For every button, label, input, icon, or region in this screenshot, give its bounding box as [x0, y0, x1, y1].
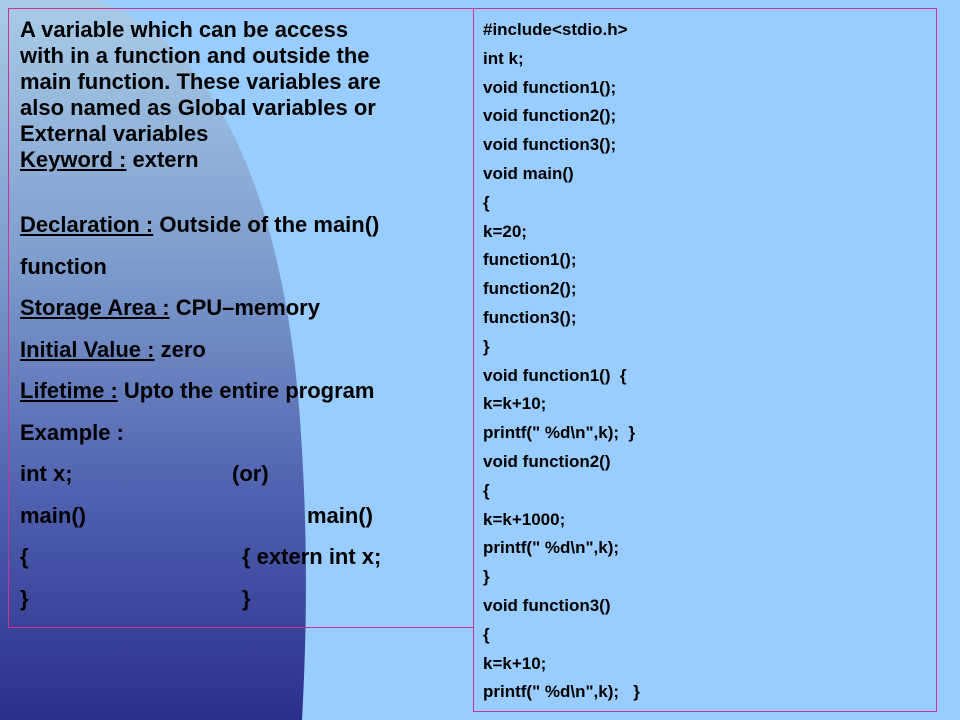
initial-value-value: zero [154, 336, 206, 362]
intro-line: with in a function and outside the [20, 43, 370, 68]
example-line-right: main() [307, 502, 373, 528]
code-line: k=k+10; [483, 394, 547, 414]
keyword-line: Keyword : extern [20, 147, 470, 173]
code-line: k=k+1000; [483, 509, 566, 529]
code-line: void function3(); [483, 135, 617, 155]
example-line-left: main() [20, 502, 86, 528]
example-line: int x; (or) [20, 461, 470, 503]
storage-area-label: Storage Area : [20, 295, 170, 320]
code-line: printf(" %d\n",k); } [483, 682, 640, 702]
code-line: k=k+10; [483, 653, 547, 673]
intro-line: also named as Global variables or [20, 95, 376, 120]
code-line: printf(" %d\n",k); } [483, 423, 636, 443]
code-line: void function2(); [483, 106, 617, 126]
code-line: int k; [483, 48, 524, 68]
example-line-left: { [20, 544, 29, 569]
code-line: k=20; [483, 221, 527, 241]
example-line-right: } [242, 585, 251, 611]
initial-value-row: Initial Value : zero [20, 337, 470, 379]
storage-area-value: CPU–memory [169, 295, 320, 320]
keyword-value: extern [126, 147, 199, 172]
keyword-label: Keyword : [20, 147, 127, 172]
declaration-label: Declaration : [20, 212, 154, 237]
code-line: void function3() [483, 595, 611, 615]
code-line: function3(); [483, 307, 577, 327]
code-panel: #include<stdio.h> int k; void function1(… [473, 8, 937, 712]
declaration-value-continued: function [20, 253, 107, 279]
code-line: { [483, 192, 490, 212]
code-line: { [483, 480, 490, 500]
properties-list: Declaration : Outside of the main() func… [20, 212, 470, 627]
code-line: { [483, 624, 490, 644]
code-listing: #include<stdio.h> int k; void function1(… [483, 20, 928, 711]
intro-line: A variable which can be access [20, 17, 349, 42]
initial-value-label: Initial Value : [20, 336, 155, 362]
definition-panel: A variable which can be access with in a… [8, 8, 474, 628]
code-line: void function1() { [483, 365, 627, 385]
definition-text: A variable which can be access with in a… [20, 17, 470, 173]
lifetime-row: Lifetime : Upto the entire program [20, 378, 470, 420]
code-line: void function2() [483, 451, 611, 471]
declaration-row-continued: function [20, 254, 470, 296]
lifetime-label: Lifetime : [20, 378, 118, 403]
intro-line: External variables [20, 121, 209, 146]
example-line-right: (or) [232, 461, 269, 486]
intro-line: main function. These variables are [20, 69, 381, 94]
code-line: #include<stdio.h> [483, 20, 628, 39]
lifetime-value: Upto the entire program [117, 378, 375, 403]
code-line: void function1(); [483, 77, 617, 97]
code-line: function1(); [483, 250, 577, 270]
declaration-row: Declaration : Outside of the main() [20, 212, 470, 254]
code-line: function2(); [483, 279, 577, 299]
storage-area-row: Storage Area : CPU–memory [20, 295, 470, 337]
example-line-left: int x; [20, 461, 73, 486]
example-heading: Example : [20, 420, 470, 462]
declaration-value: Outside of the main() [153, 212, 380, 237]
code-line: printf(" %d\n",k); [483, 538, 620, 558]
example-line: { { extern int x; [20, 544, 470, 586]
example-line-right: { extern int x; [242, 544, 382, 569]
example-heading-text: Example : [20, 419, 124, 445]
code-line: } [483, 336, 490, 356]
example-line-left: } [20, 585, 29, 611]
example-line: main() main() [20, 503, 470, 545]
code-line: void main() [483, 163, 574, 183]
code-line: } [483, 567, 490, 587]
example-line: } } [20, 586, 470, 628]
